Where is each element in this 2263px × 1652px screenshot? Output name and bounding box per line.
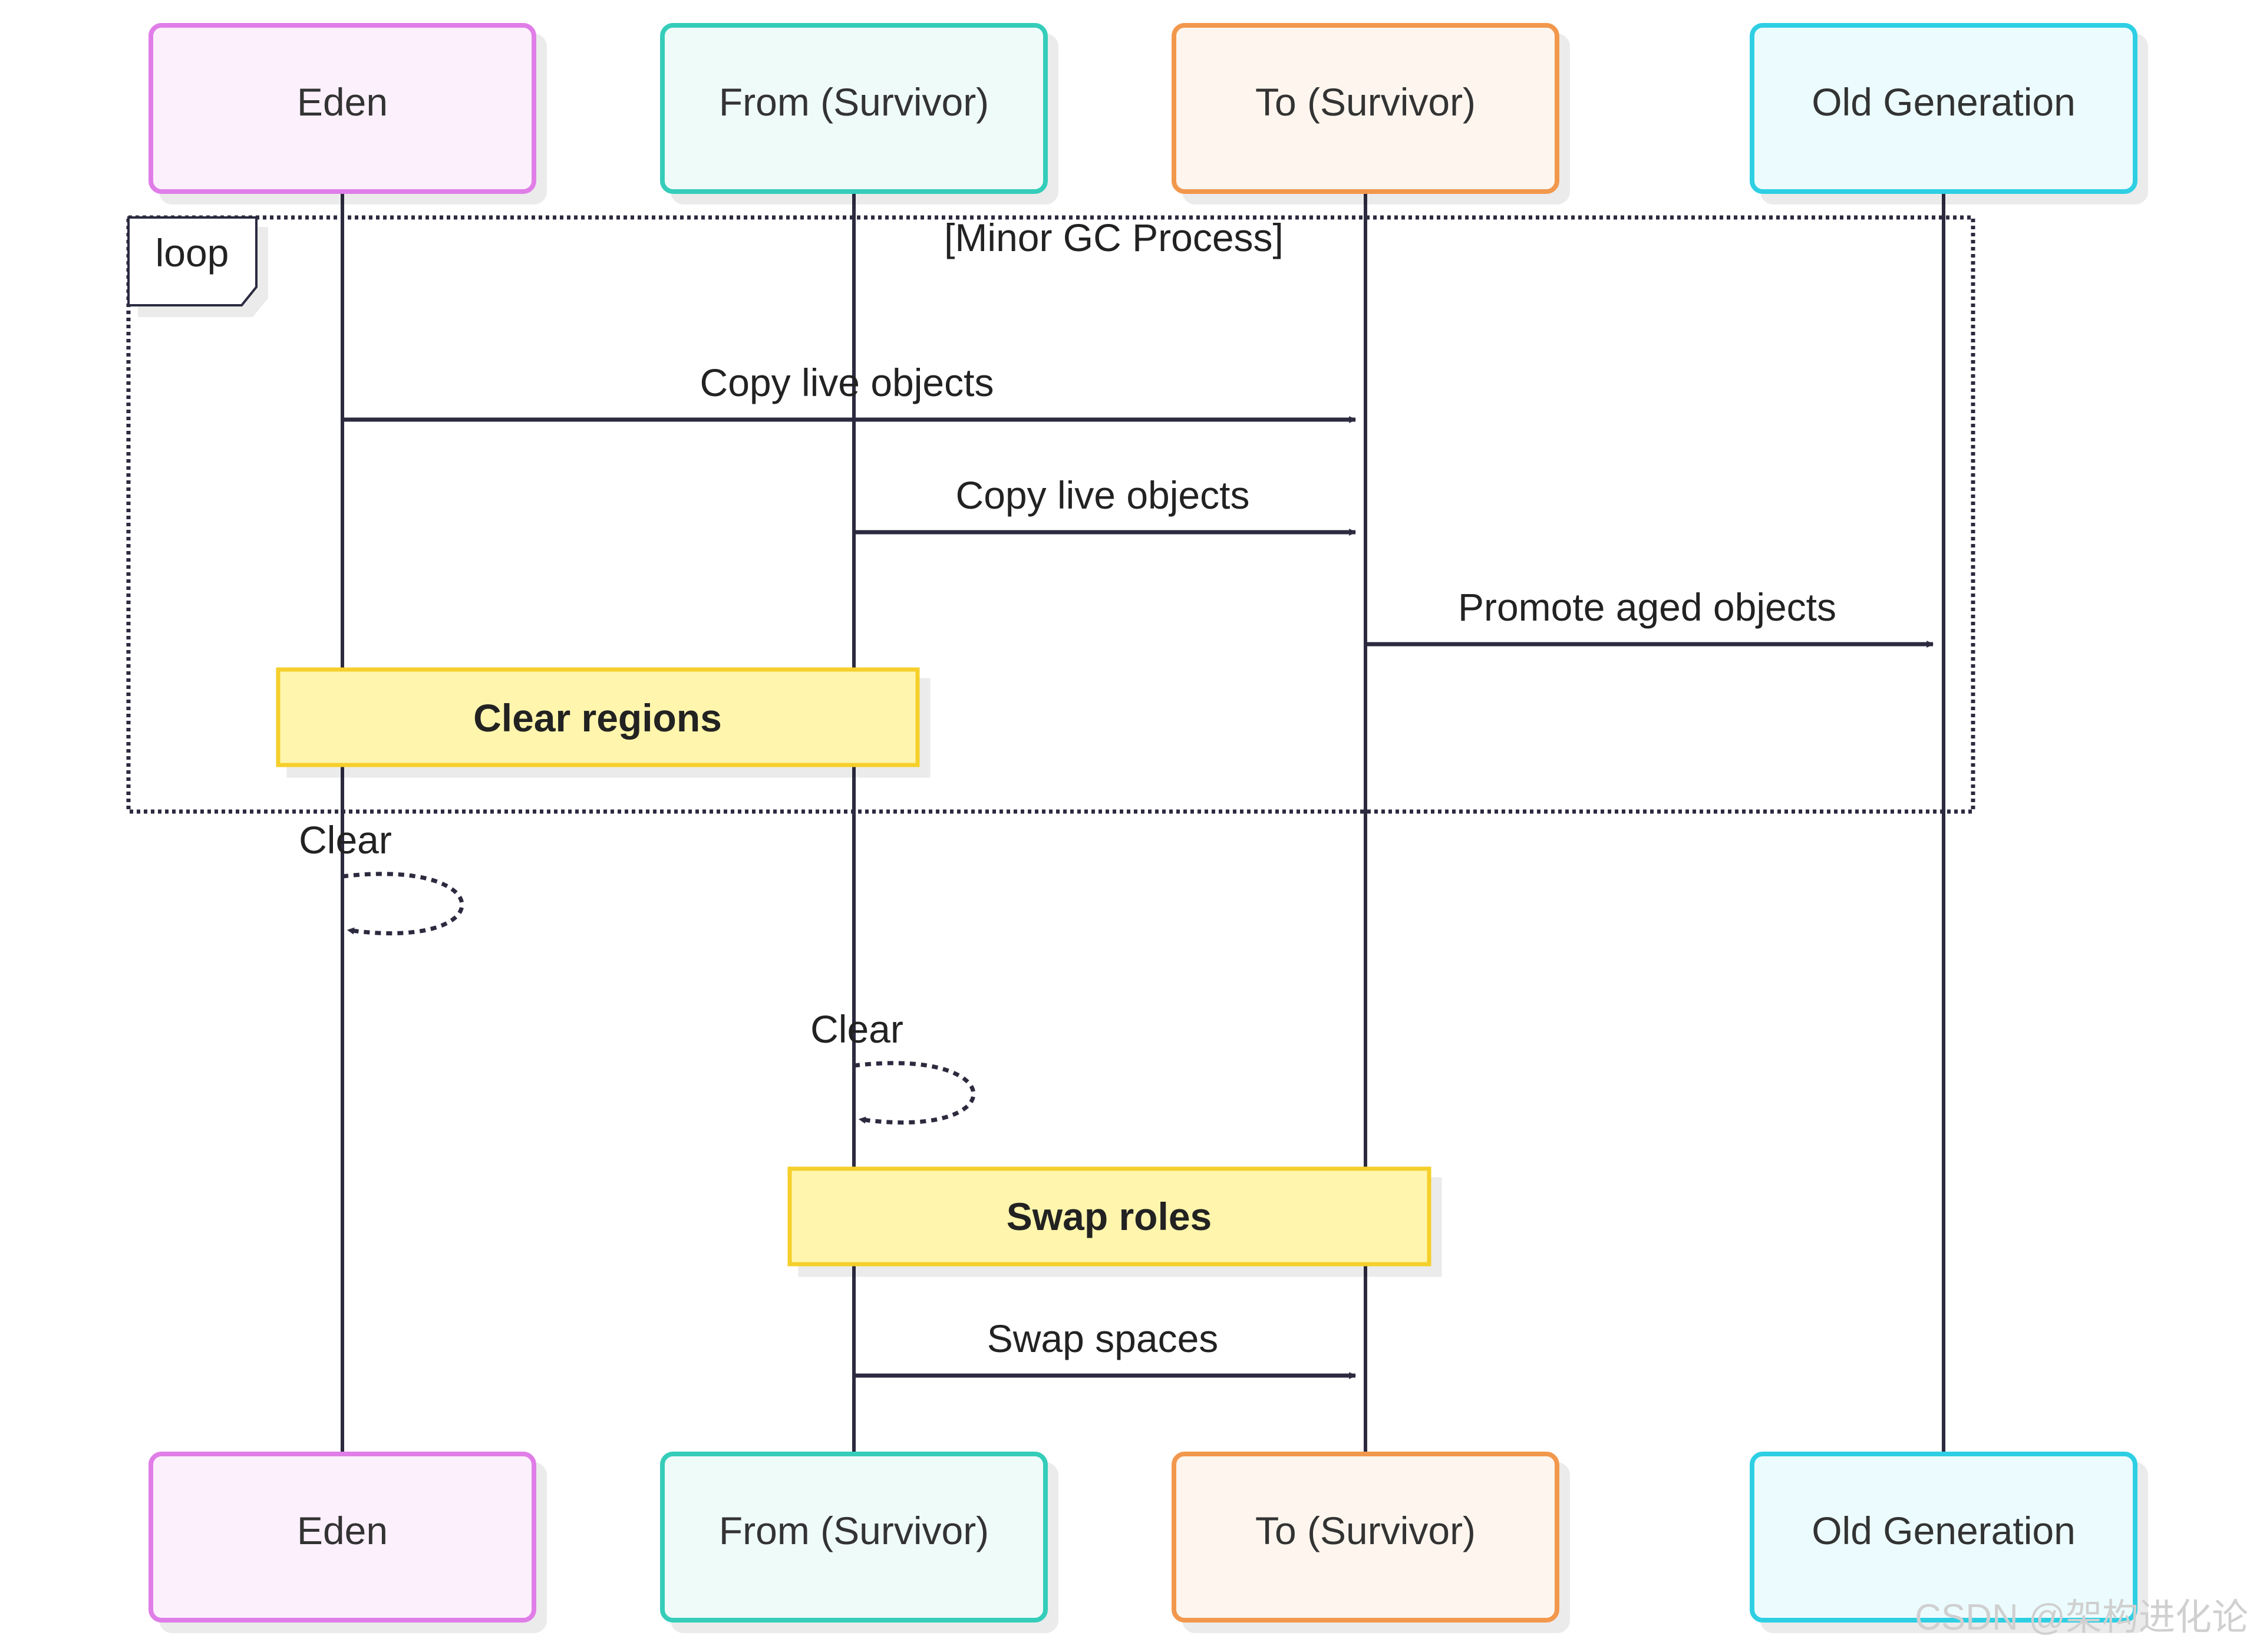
- message-label: Promote aged objects: [1458, 585, 1836, 629]
- participant-old-top: Old Generation: [1750, 23, 2137, 194]
- loop-label-tab: [127, 216, 258, 306]
- participant-box: [660, 1452, 1048, 1623]
- self-message-loop: [342, 872, 464, 936]
- participant-from-bottom: From (Survivor): [660, 1452, 1048, 1623]
- loop-frame: loop [Minor GC Process]: [126, 215, 1975, 814]
- participant-label: Old Generation: [1812, 80, 2076, 124]
- participant-box: [149, 23, 536, 194]
- participant-box: [149, 1452, 536, 1623]
- message-from-to-to-swap: Swap spaces: [854, 1317, 1357, 1379]
- message-eden-to-to: Copy live objects: [342, 361, 1357, 423]
- participant-box: [1750, 23, 2137, 194]
- participant-box: [660, 23, 1048, 194]
- note-label: Clear regions: [473, 696, 722, 740]
- message-to-to-old: Promote aged objects: [1365, 585, 1934, 648]
- participant-box: [1750, 1452, 2137, 1623]
- message-label: Clear: [299, 818, 392, 862]
- participant-to-bottom: To (Survivor): [1172, 1452, 1559, 1623]
- participant-label: To (Survivor): [1255, 80, 1476, 124]
- message-label: Swap spaces: [987, 1317, 1219, 1360]
- message-label: Clear: [810, 1007, 903, 1051]
- message-label: Copy live objects: [700, 361, 994, 404]
- self-message-loop: [853, 1061, 976, 1125]
- note-swap-roles: Swap roles: [787, 1166, 1431, 1267]
- message-label: Copy live objects: [956, 473, 1250, 517]
- participant-box: [1172, 23, 1559, 194]
- participant-eden-bottom: Eden: [149, 1452, 536, 1623]
- participant-label: Eden: [297, 80, 388, 124]
- participant-eden-top: Eden: [149, 23, 536, 194]
- participant-label: From (Survivor): [719, 80, 989, 124]
- participant-from-top: From (Survivor): [660, 23, 1048, 194]
- self-message-eden: Clear: [299, 818, 464, 936]
- note-box: [787, 1166, 1431, 1267]
- watermark: CSDN @架构进化论: [1915, 1597, 2248, 1638]
- loop-label: loop: [156, 231, 229, 275]
- message-from-to-to: Copy live objects: [854, 473, 1357, 536]
- participant-label: Eden: [297, 1509, 388, 1552]
- self-message-from: Clear: [810, 1007, 976, 1125]
- participants-top: Eden From (Survivor) To (Survivor) Old G…: [149, 23, 2137, 194]
- note-label: Swap roles: [1007, 1195, 1212, 1238]
- participant-old-bottom: Old Generation: [1750, 1452, 2137, 1623]
- participants-bottom: Eden From (Survivor) To (Survivor) Old G…: [149, 1452, 2137, 1623]
- note-box: [276, 667, 920, 767]
- participant-box: [1172, 1452, 1559, 1623]
- loop-box: [126, 215, 1975, 814]
- participant-to-top: To (Survivor): [1172, 23, 1559, 194]
- participant-label: From (Survivor): [719, 1509, 989, 1552]
- loop-condition: [Minor GC Process]: [944, 216, 1284, 259]
- participant-label: Old Generation: [1812, 1509, 2076, 1552]
- note-clear-regions: Clear regions: [276, 667, 920, 767]
- participant-label: To (Survivor): [1255, 1509, 1476, 1552]
